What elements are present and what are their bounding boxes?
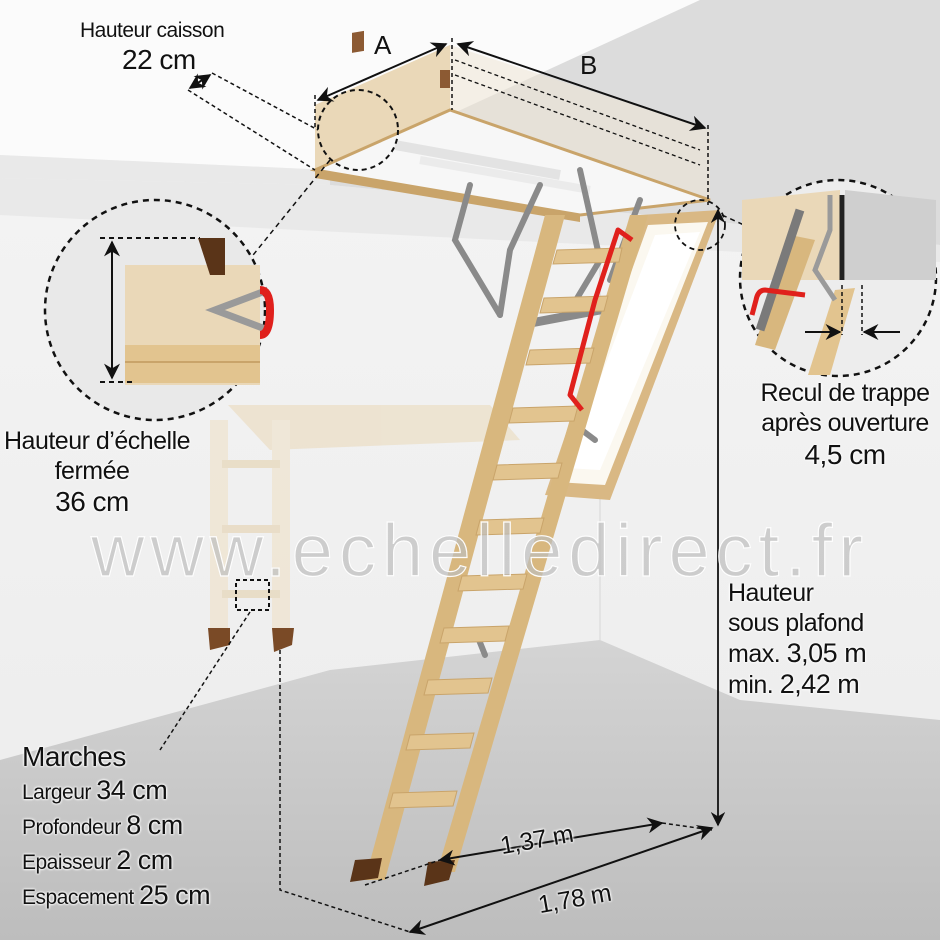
- row-label: Largeur: [22, 781, 91, 804]
- row-label: Espacement: [22, 886, 134, 909]
- recul-trappe-line2: après ouverture: [761, 409, 929, 437]
- label-hauteur-echelle-fermee: Hauteur d’échelle fermée 36 cm: [4, 426, 191, 518]
- label-marches: Marches Largeur 34 cm Profondeur 8 cm Ep…: [22, 740, 211, 914]
- label-recul-trappe: Recul de trappe après ouverture 4,5 cm: [760, 378, 930, 472]
- max-value: 3,05 m: [786, 638, 867, 668]
- hauteur-plafond-min: min. 2,42 m: [728, 669, 866, 700]
- attic-ladder: [350, 215, 648, 886]
- dimension-a-label: A: [374, 30, 392, 60]
- trapdoor-panel: [545, 210, 720, 500]
- watermark: www.echelledirect.fr: [90, 508, 869, 592]
- min-value: 2,42 m: [779, 669, 860, 699]
- recul-trappe-line1: Recul de trappe: [760, 379, 930, 407]
- marches-row-largeur: Largeur 34 cm: [22, 774, 210, 809]
- folded-ladder-ghost: [210, 405, 520, 630]
- hauteur-caisson-title: Hauteur caisson: [80, 19, 225, 42]
- label-hauteur-sous-plafond: Hauteur sous plafond max. 3,05 m min. 2,…: [728, 578, 867, 700]
- marches-row-espacement: Espacement 25 cm: [22, 879, 211, 914]
- dimension-lines: [159, 38, 726, 935]
- min-label: min.: [728, 671, 774, 699]
- hauteur-echelle-line1: Hauteur d’échelle: [4, 427, 191, 455]
- folded-ladder-feet: [208, 628, 294, 652]
- hauteur-plafond-line1: Hauteur: [728, 579, 814, 607]
- dimension-b-label: B: [580, 50, 598, 80]
- label-hauteur-caisson: Hauteur caisson: [80, 18, 225, 43]
- detail-circle-closed-height: [43, 89, 399, 422]
- marches-title: Marches: [22, 741, 126, 772]
- marches-row-epaisseur: Epaisseur 2 cm: [22, 844, 210, 879]
- hauteur-echelle-line2: fermée: [54, 457, 130, 485]
- max-label: max.: [728, 640, 781, 668]
- hauteur-echelle-value: 36 cm: [55, 486, 129, 517]
- detail-circle-hatch-offset: [674, 178, 938, 378]
- hauteur-plafond-max: max. 3,05 m: [728, 638, 867, 669]
- row-value: 25 cm: [139, 880, 211, 910]
- row-value: 2 cm: [116, 845, 173, 875]
- hauteur-caisson-value: 22 cm: [122, 44, 196, 75]
- hauteur-plafond-line2: sous plafond: [728, 609, 864, 637]
- row-value: 34 cm: [96, 775, 168, 805]
- row-label: Profondeur: [22, 816, 121, 839]
- row-label: Epaisseur: [22, 851, 111, 874]
- recul-trappe-value: 4,5 cm: [804, 439, 886, 470]
- row-value: 8 cm: [126, 810, 183, 840]
- marches-row-profondeur: Profondeur 8 cm: [22, 809, 210, 844]
- handrail: [567, 227, 634, 412]
